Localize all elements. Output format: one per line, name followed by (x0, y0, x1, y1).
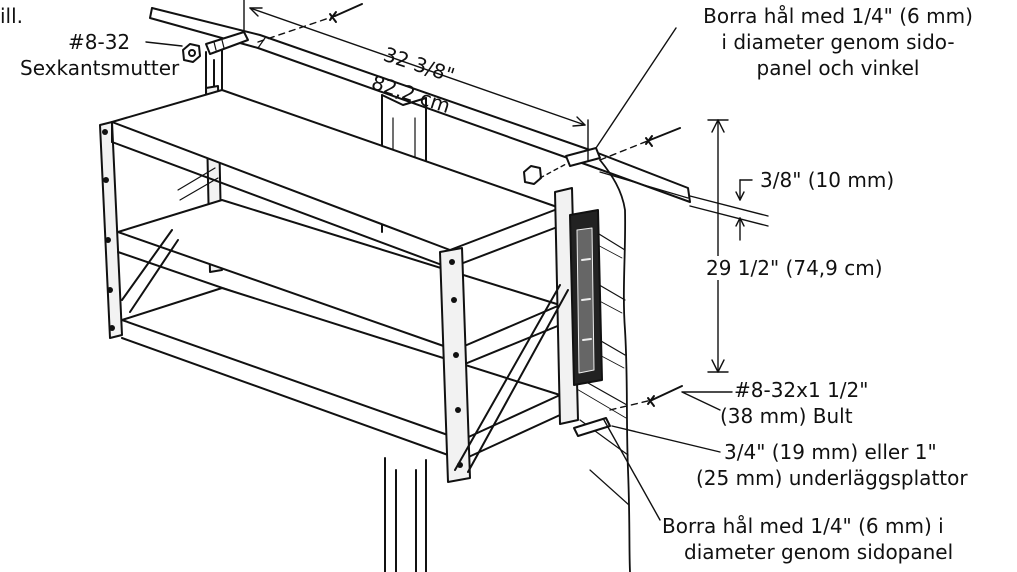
dimension-lines (145, 0, 769, 521)
edge-fragment-label: ill. (0, 4, 24, 28)
hex-nut-size-label: #8-32 (68, 30, 131, 54)
shelving-unit (99, 85, 579, 483)
level-tool (569, 209, 603, 386)
vertical-span-label: 29 1/2" (74,9 cm) (706, 256, 883, 280)
drill-bottom-line2: diameter genom sidopanel (684, 540, 954, 564)
bolt-name-label: (38 mm) Bult (720, 404, 853, 428)
washer-line2: (25 mm) underläggsplattor (696, 466, 968, 490)
hardware (182, 3, 683, 437)
drill-top-line1: Borra hål med 1/4" (6 mm) (703, 4, 973, 28)
bolt-size-label: #8-32x1 1/2" (734, 378, 869, 402)
drill-bottom-line1: Borra hål med 1/4" (6 mm) i (662, 514, 944, 538)
drill-top-line3: panel och vinkel (756, 56, 920, 80)
washer-line1: 3/4" (19 mm) eller 1" (724, 440, 937, 464)
drill-top-line2: i diameter genom sido- (721, 30, 955, 54)
hex-nut-name-label: Sexkantsmutter (20, 56, 180, 80)
gap-offset-label: 3/8" (10 mm) (760, 168, 895, 192)
